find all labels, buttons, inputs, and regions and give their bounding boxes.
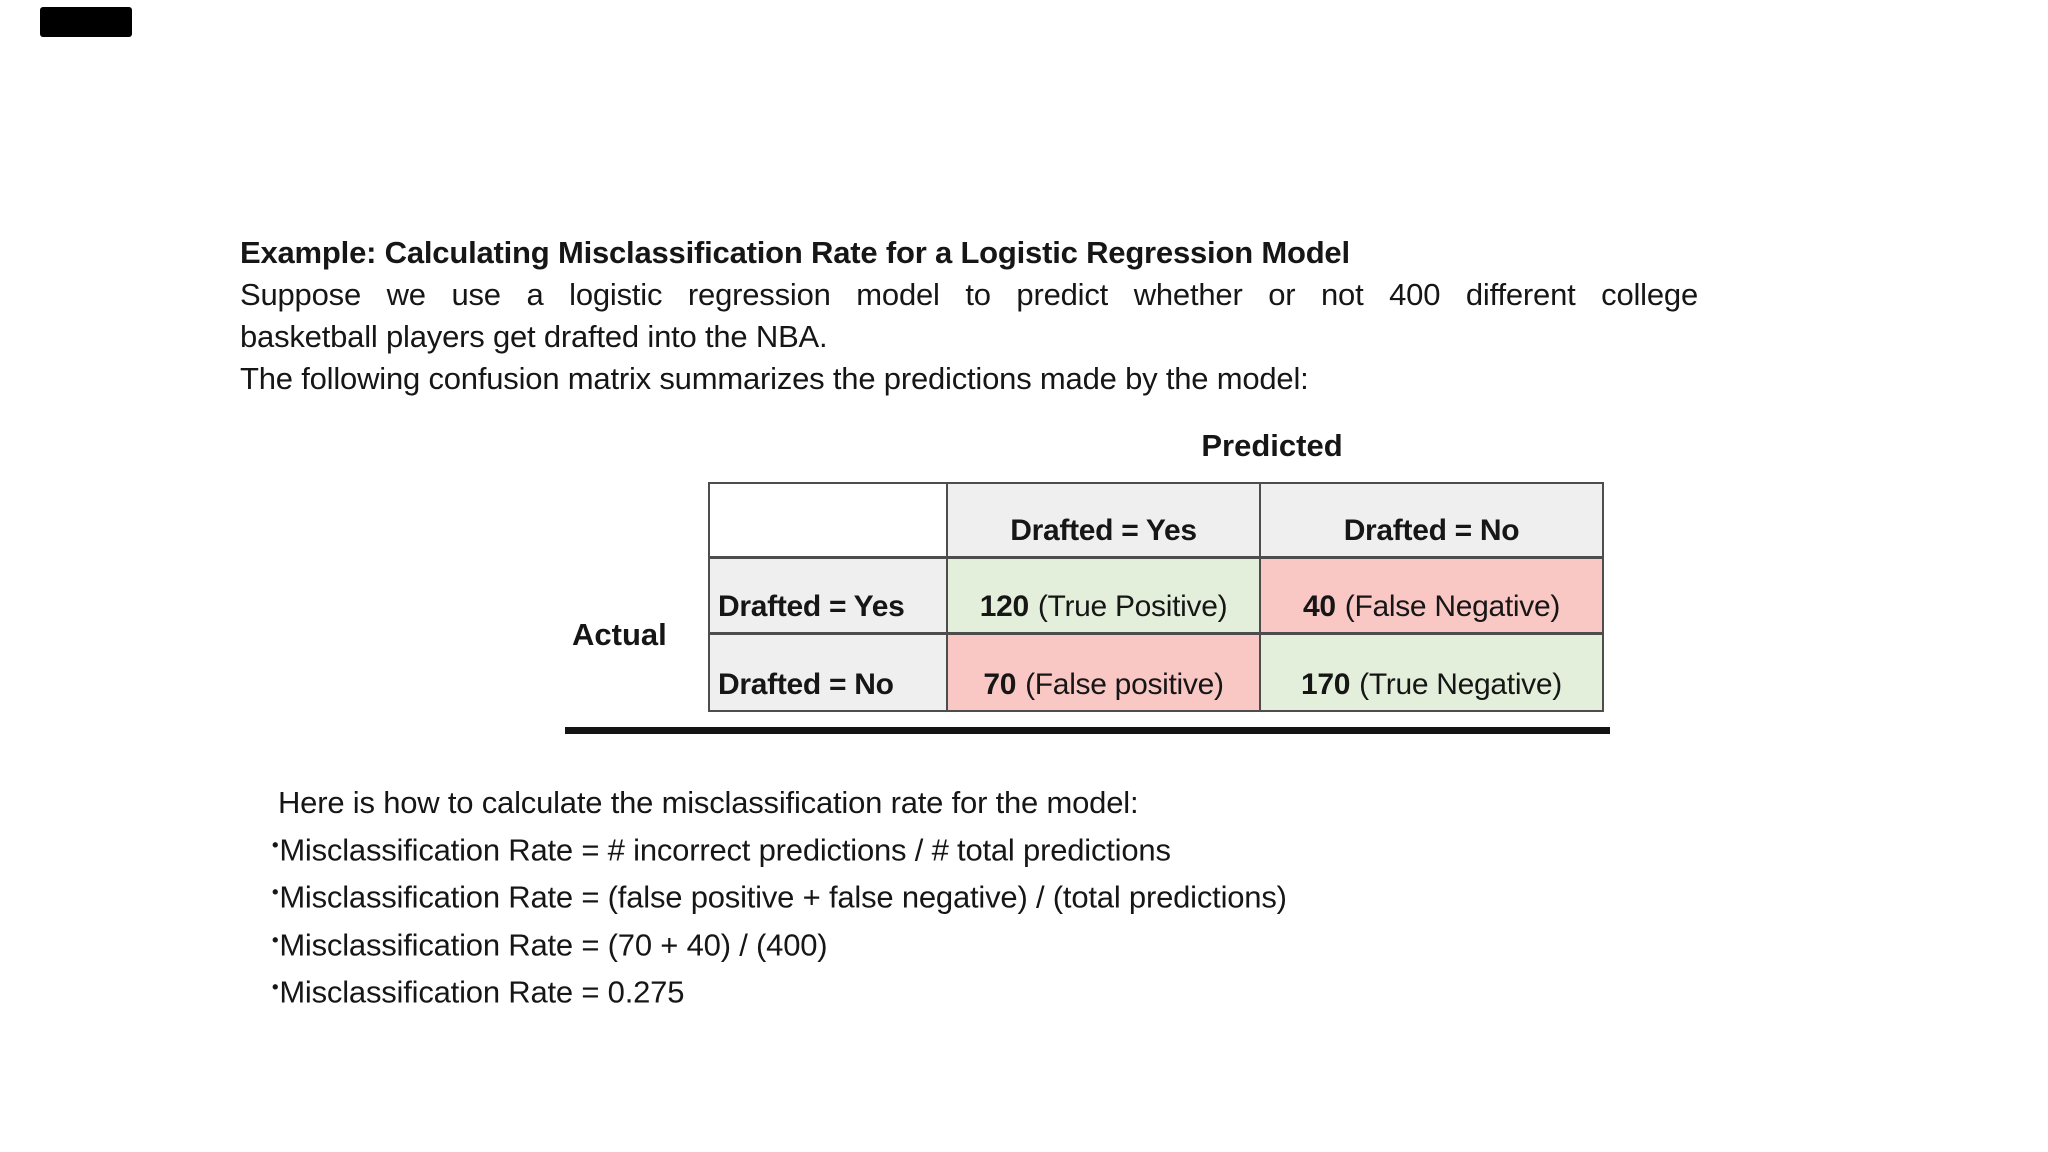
false-positive-label: (False positive) <box>1025 668 1224 701</box>
intro-paragraph: Example: Calculating Misclassification R… <box>240 232 1698 400</box>
true-negative-count: 170 <box>1301 668 1351 701</box>
bullet-text: Misclassification Rate = (70 + 40) / (40… <box>279 926 828 962</box>
bullet-dot-icon: • <box>272 975 279 997</box>
bullet-text: Misclassification Rate = # incorrect pre… <box>279 832 1171 868</box>
bullet-item: •Misclassification Rate = (false positiv… <box>272 871 1287 918</box>
calc-heading: Here is how to calculate the misclassifi… <box>278 785 1139 820</box>
false-positive-count: 70 <box>983 668 1017 701</box>
confusion-matrix-table: Drafted = Yes Drafted = No Drafted = Yes… <box>708 482 1604 712</box>
true-positive-count: 120 <box>979 590 1029 623</box>
col-header-drafted-no: Drafted = No <box>1259 484 1602 556</box>
bullet-dot-icon: • <box>272 928 279 950</box>
col-header-drafted-yes: Drafted = Yes <box>946 484 1259 556</box>
bullet-text: Misclassification Rate = (false positive… <box>279 879 1287 915</box>
table-underline-rule <box>565 727 1610 734</box>
cell-false-negative: 40 (False Negative) <box>1259 556 1602 632</box>
row-label-drafted-yes: Drafted = Yes <box>710 556 946 632</box>
bullet-item: •Misclassification Rate = 0.275 <box>272 966 1287 1013</box>
corner-black-mark <box>40 7 132 37</box>
false-negative-count: 40 <box>1302 590 1336 623</box>
false-negative-label: (False Negative) <box>1344 590 1561 623</box>
bullet-text: Misclassification Rate = 0.275 <box>279 974 685 1010</box>
intro-line-nba: basketball players get drafted into the … <box>240 319 828 354</box>
bullet-dot-icon: • <box>272 834 279 855</box>
calculation-block: Here is how to calculate the misclassifi… <box>272 782 1287 1013</box>
matrix-corner-cell <box>710 484 946 556</box>
row-label-drafted-no: Drafted = No <box>710 632 946 710</box>
intro-line-confusion: The following confusion matrix summarize… <box>240 361 1309 396</box>
cell-false-positive: 70 (False positive) <box>946 632 1259 710</box>
example-title: Example: Calculating Misclassification R… <box>240 235 1350 270</box>
cell-true-negative: 170 (True Negative) <box>1259 632 1602 710</box>
actual-axis-label: Actual <box>572 617 667 652</box>
bullet-item: •Misclassification Rate = (70 + 40) / (4… <box>272 919 1287 966</box>
cell-true-positive: 120 (True Positive) <box>946 556 1259 632</box>
true-negative-label: (True Negative) <box>1359 668 1562 701</box>
bullet-item: •Misclassification Rate = # incorrect pr… <box>272 824 1287 871</box>
bullet-dot-icon: • <box>272 881 279 903</box>
true-positive-label: (True Positive) <box>1037 590 1228 623</box>
intro-line-justified: Suppose we use a logistic regression mod… <box>240 277 1698 312</box>
predicted-axis-label: Predicted <box>1201 428 1343 463</box>
